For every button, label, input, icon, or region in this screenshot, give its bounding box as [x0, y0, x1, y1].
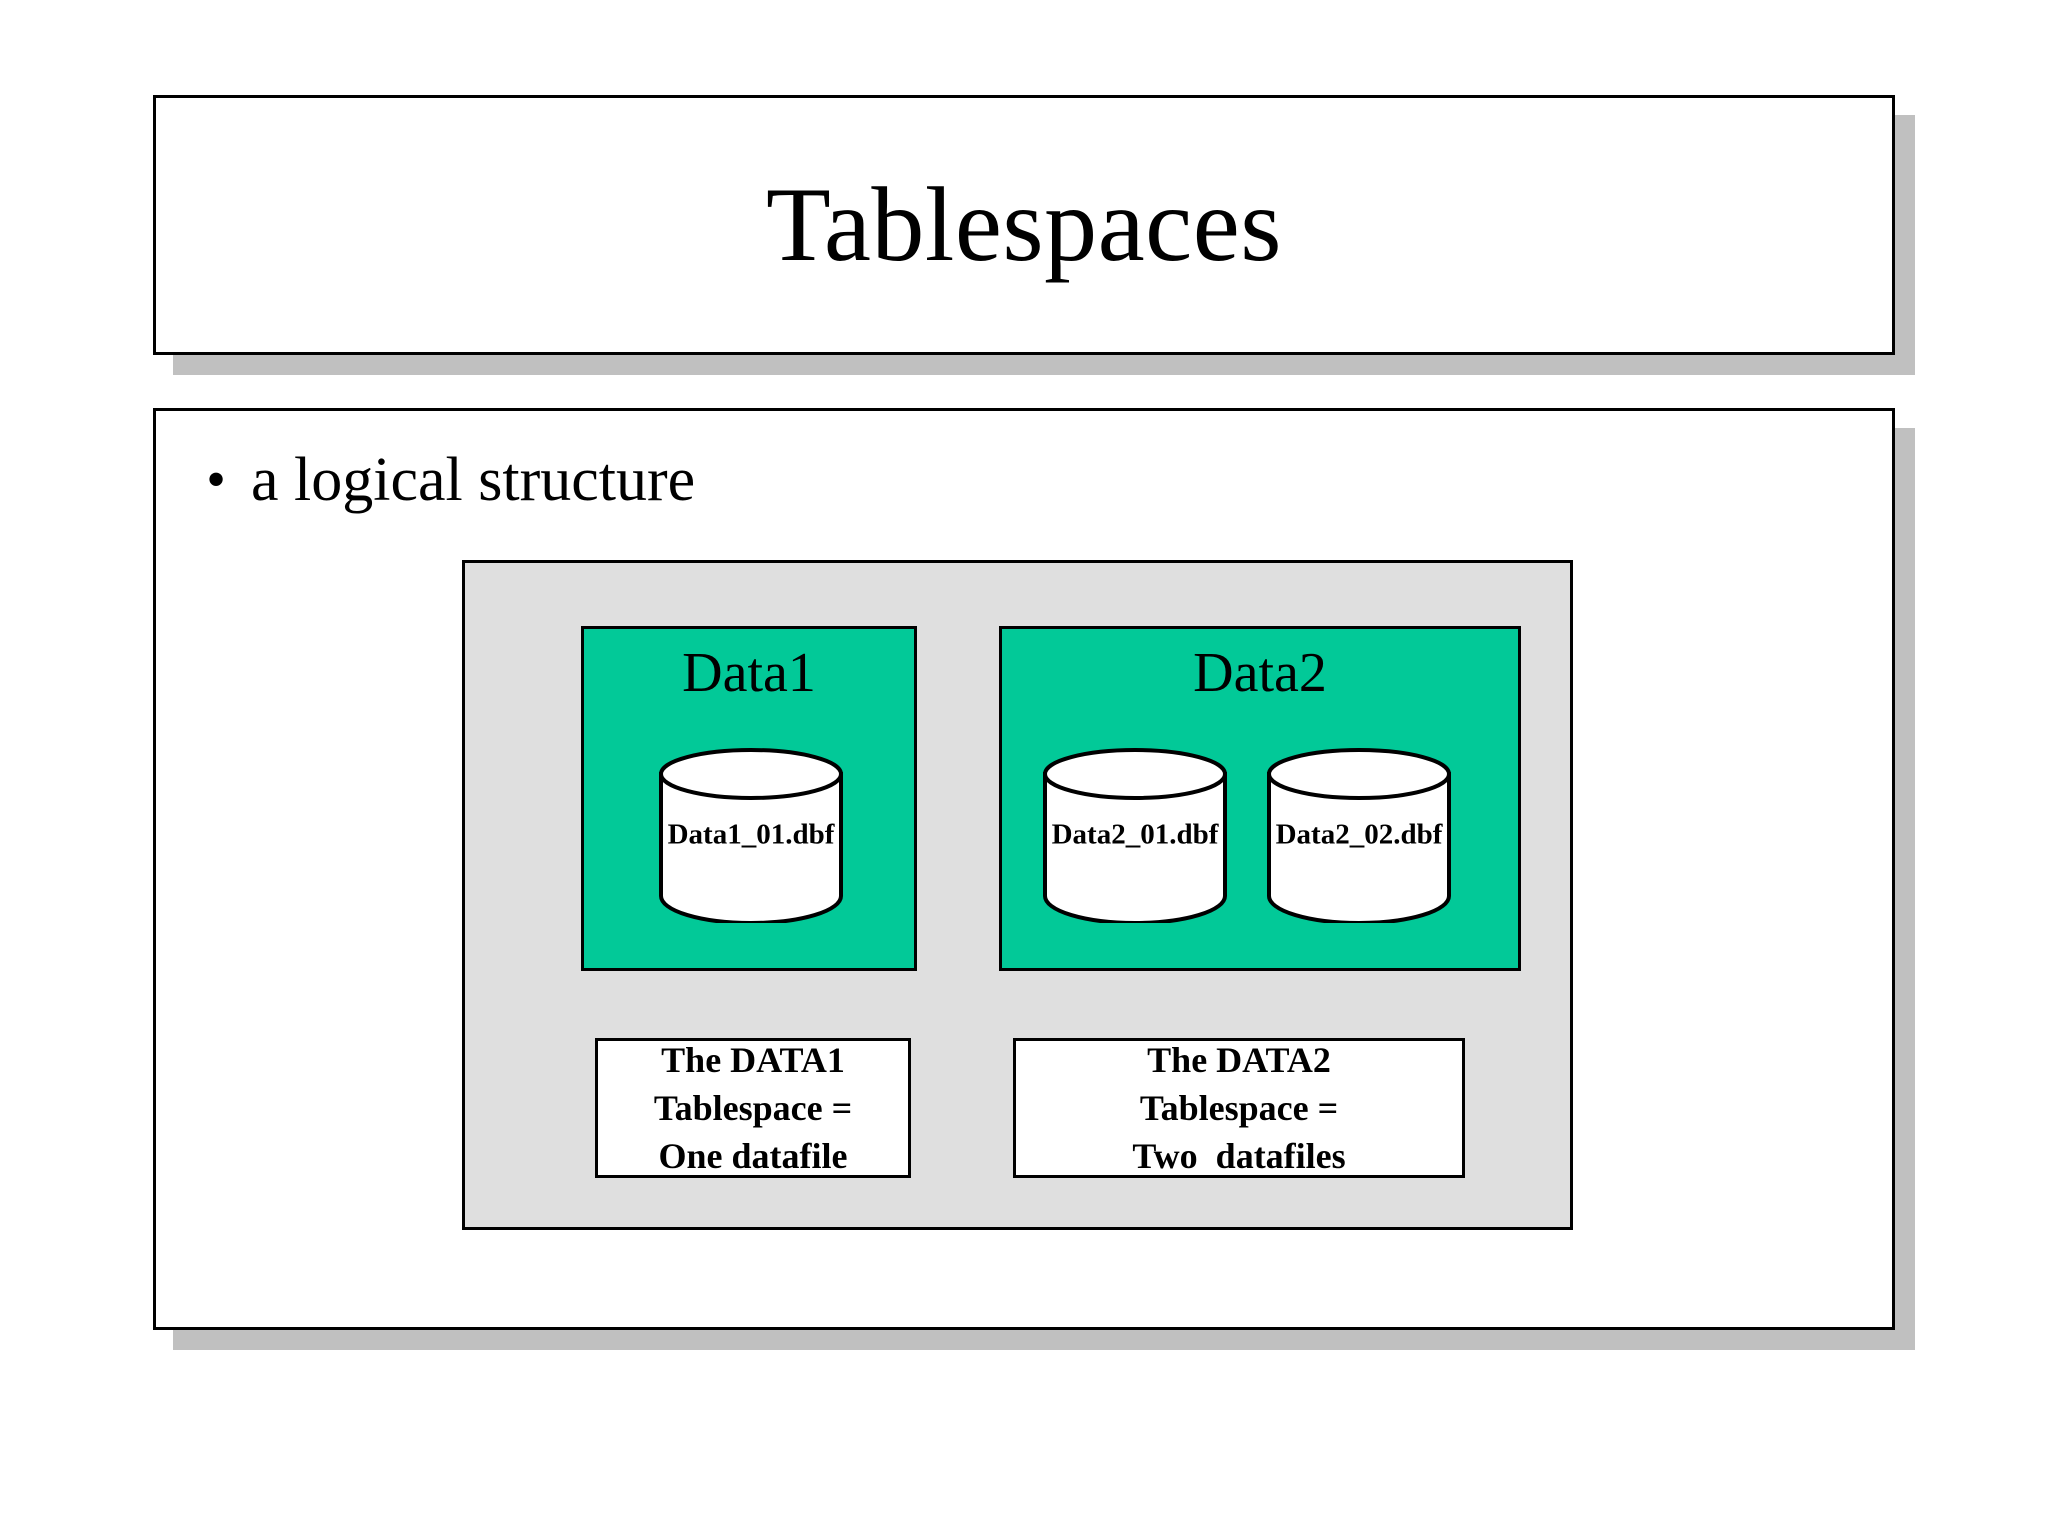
- database-cylinder-icon: [1043, 748, 1227, 923]
- datafile-cylinder-data2-02: Data2_02.dbf: [1264, 747, 1454, 923]
- datafile-cylinder-data1-01: Data1_01.dbf: [656, 747, 846, 923]
- caption-data2-line2: Tablespace =: [1139, 1087, 1339, 1128]
- bullet-marker-icon: •: [206, 449, 226, 511]
- database-cylinder-icon: [1267, 748, 1451, 923]
- body-placeholder[interactable]: • a logical structure Data1 Data1_01.dbf…: [153, 408, 1895, 1330]
- tablespace-data2-label: Data2: [1193, 642, 1327, 704]
- datafile-cylinder-data2-01: Data2_01.dbf: [1040, 747, 1230, 923]
- caption-data2-line3: Two datafiles: [1132, 1136, 1346, 1177]
- caption-data1-line1: The DATA1: [661, 1039, 845, 1080]
- datafile-label: Data2_02.dbf: [1275, 818, 1443, 851]
- page-title: Tablespaces: [765, 166, 1283, 284]
- caption-data2: The DATA2 Tablespace = Two datafiles: [1013, 1038, 1465, 1178]
- database-cylinder-icon: [659, 748, 843, 923]
- title-placeholder[interactable]: Tablespaces: [153, 95, 1895, 355]
- caption-data1-line3: One datafile: [658, 1136, 848, 1177]
- caption-data2-line1: The DATA2: [1147, 1039, 1331, 1080]
- tablespace-data2: Data2 Data2_01.dbf Data2_02.dbf: [999, 626, 1521, 971]
- tablespace-diagram: Data1 Data1_01.dbf Data2: [462, 560, 1573, 1230]
- tablespace-data1-label: Data1: [682, 642, 816, 704]
- datafile-label: Data1_01.dbf: [667, 818, 835, 851]
- bullet-text: a logical structure: [251, 446, 696, 514]
- bullet-item: • a logical structure: [181, 446, 695, 514]
- tablespace-data1: Data1 Data1_01.dbf: [581, 626, 917, 971]
- caption-data1-line2: Tablespace =: [653, 1087, 853, 1128]
- caption-data1: The DATA1 Tablespace = One datafile: [595, 1038, 911, 1178]
- datafile-label: Data2_01.dbf: [1051, 818, 1219, 851]
